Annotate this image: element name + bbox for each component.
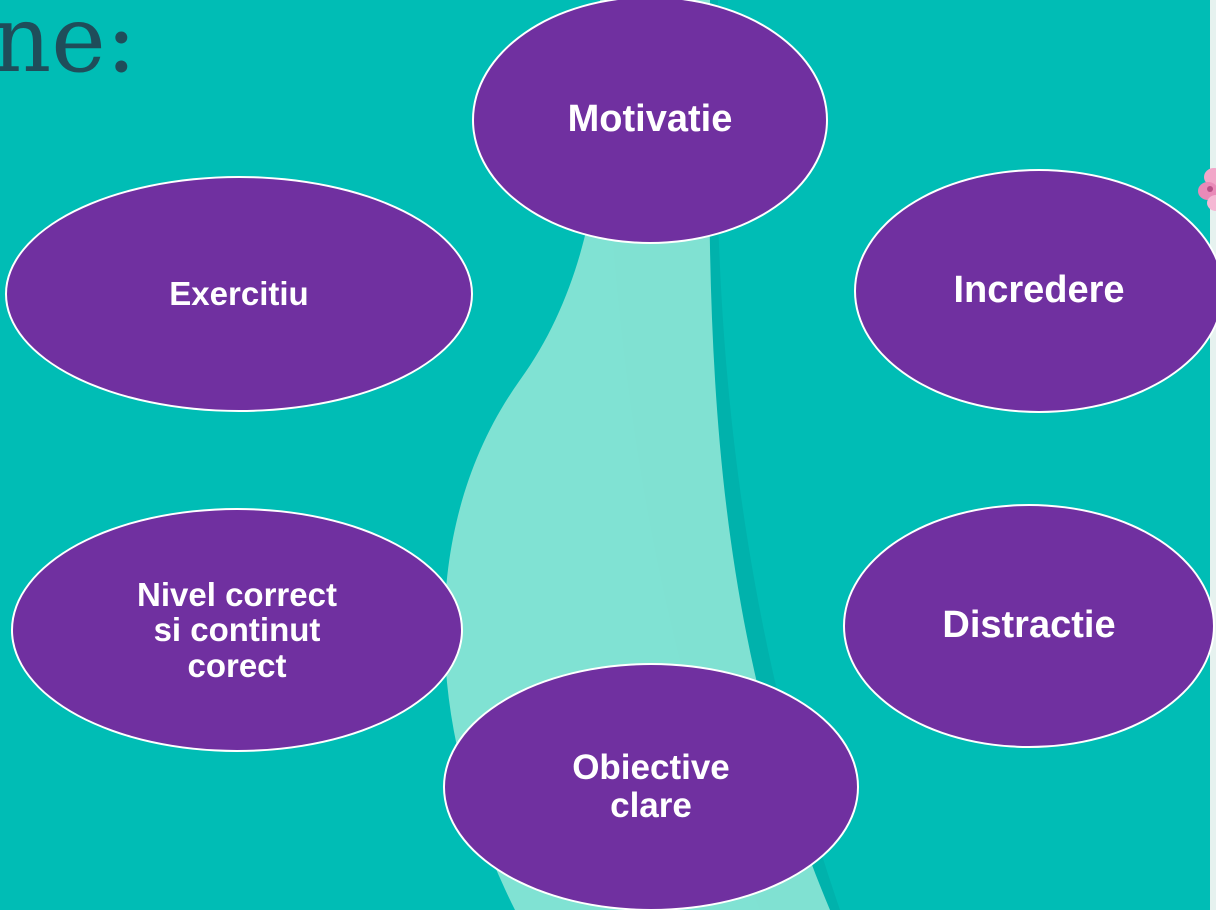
node-label: Exercitiu [169, 275, 309, 313]
node-incredere: Incredere [854, 169, 1216, 413]
node-label: Incredere [953, 269, 1125, 312]
node-label: Nivel correct si continut corect [137, 575, 337, 684]
node-distractie: Distractie [843, 504, 1215, 748]
node-motivatie: Motivatie [472, 0, 828, 244]
node-label: Obiective clare [572, 748, 730, 825]
right-panel-shade [1210, 0, 1216, 910]
node-nivel: Nivel correct si continut corect [11, 508, 463, 752]
slide-title-fragment: ne: [0, 0, 137, 93]
node-obiective: Obiective clare [443, 663, 859, 910]
node-label: Motivatie [567, 98, 733, 141]
node-label: Distractie [942, 604, 1116, 647]
flower-icon [1198, 168, 1216, 211]
node-exercitiu: Exercitiu [5, 176, 473, 412]
